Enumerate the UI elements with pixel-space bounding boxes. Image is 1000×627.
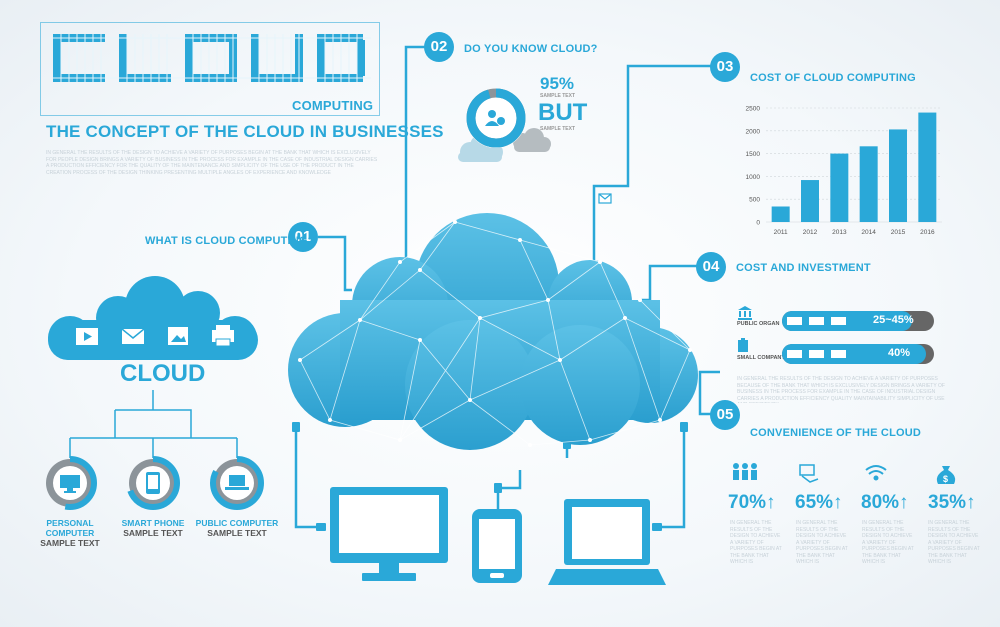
section-05-title: CONVENIENCE OF THE CLOUD (750, 427, 922, 439)
phone-icon (146, 472, 160, 494)
cost-bar-chart: 0 500 1000 1500 2000 2500 2011 2012 2013 2014 2015… (746, 106, 942, 236)
s05-stat-1: 70%↑ (728, 492, 776, 513)
s04-row1-bar (782, 311, 934, 331)
intro-text: IN GENERAL THE RESULTS OF THE DESIGN TO … (46, 150, 378, 176)
bar (859, 146, 878, 222)
left-cloud-label: CLOUD (120, 360, 206, 387)
s05-filler-2: IN GENERAL THE RESULTS OF THE DESIGN TO … (796, 520, 848, 564)
bar (801, 180, 819, 222)
envelope-icon (598, 193, 612, 204)
s05-filler-1: IN GENERAL THE RESULTS OF THE DESIGN TO … (730, 520, 782, 564)
s02-percent: 95% (540, 74, 575, 93)
x-tick-label: 2014 (861, 229, 876, 236)
printer-icon (212, 325, 234, 347)
devices-group (330, 487, 666, 585)
section-04-badge: 04 (696, 252, 726, 282)
y-tick-label: 2000 (746, 128, 761, 135)
s05-stat-3: 80%↑ (861, 492, 909, 513)
s04-text: IN GENERAL THE RESULTS OF THE DESIGN TO … (737, 376, 945, 403)
y-tick-label: 0 (756, 220, 760, 227)
money-bag-icon: $ (936, 466, 956, 484)
s05-stat-2: 65%↑ (795, 492, 843, 513)
y-tick-label: 2500 (746, 106, 761, 113)
left-cloud (48, 276, 258, 360)
arrow-up-icon: ↑ (766, 492, 776, 513)
section-04-title: COST AND INVESTMENT (736, 262, 871, 274)
laptop-icon (548, 499, 666, 585)
s02-sample-1: SAMPLE TEXT (540, 93, 576, 99)
y-tick-label: 1000 (746, 174, 761, 181)
s04-row2-value: 40% (888, 347, 911, 359)
bar (771, 206, 790, 222)
smartphone-icon (472, 509, 522, 583)
user-question-icon (485, 110, 505, 126)
left-tree (43, 390, 264, 510)
battery-icon (738, 338, 748, 352)
s05-stat-4: 35%↑ (928, 492, 976, 513)
section-01-badge: 01 (288, 222, 318, 252)
s02-sample-2: SAMPLE TEXT (540, 126, 576, 132)
bar (830, 153, 849, 222)
title-frame (40, 22, 380, 116)
people-icon (733, 463, 757, 480)
x-tick-label: 2013 (832, 229, 847, 236)
y-tick-label: 1500 (746, 151, 761, 158)
section-05-badge: 05 (710, 400, 740, 430)
section-03-title: COST OF CLOUD COMPUTING (750, 72, 916, 84)
section-01-title: WHAT IS CLOUD COMPUTING? (145, 235, 315, 247)
s05-icons-row: $ (733, 463, 956, 484)
central-cloud (288, 213, 698, 450)
section-02-title: DO YOU KNOW CLOUD? (464, 43, 598, 55)
desktop-icon (60, 475, 80, 493)
section-03-badge: 03 (710, 52, 740, 82)
s05-filler-4: IN GENERAL THE RESULTS OF THE DESIGN TO … (928, 520, 980, 564)
s04-row2-label: SMALL COMPANY (737, 355, 786, 361)
s05-filler-3: IN GENERAL THE RESULTS OF THE DESIGN TO … (862, 520, 914, 564)
bar (918, 112, 937, 222)
arrow-up-icon: ↑ (833, 492, 843, 513)
x-tick-label: 2016 (920, 229, 935, 236)
wifi-icon (865, 465, 887, 481)
bank-icon (738, 306, 752, 320)
section-02-badge: 02 (424, 32, 454, 62)
y-tick-label: 500 (749, 197, 760, 204)
svg-text:$: $ (943, 474, 948, 484)
x-tick-label: 2012 (803, 229, 818, 236)
donut-with-clouds (458, 88, 551, 162)
arrow-up-icon: ↑ (899, 492, 909, 513)
arrow-up-icon: ↑ (966, 492, 976, 513)
title-cloud-pixel (53, 34, 371, 82)
x-tick-label: 2011 (774, 229, 788, 236)
node-personal-computer: PERSONAL COMPUTER SAMPLE TEXT (40, 518, 100, 548)
video-icon (76, 328, 98, 345)
s04-row1-value: 25~45% (873, 314, 914, 326)
monitor-icon (330, 487, 448, 581)
s04-row2-bar (782, 344, 934, 364)
x-tick-label: 2015 (891, 229, 906, 236)
image-icon (168, 327, 188, 345)
concept-heading: THE CONCEPT OF THE CLOUD IN BUSINESSES (46, 122, 444, 141)
laptop-small-icon (225, 475, 249, 490)
s02-but: BUT (538, 99, 588, 126)
bar (889, 129, 907, 222)
hand-card-icon (799, 464, 819, 483)
title-computing: COMPUTING (292, 98, 374, 113)
node-smart-phone: SMART PHONE SAMPLE TEXT (121, 518, 185, 538)
s04-row1-label: PUBLIC ORGAN (737, 321, 780, 327)
mail-icon (121, 328, 145, 344)
node-public-computer: PUBLIC COMPUTER SAMPLE TEXT (195, 518, 279, 538)
